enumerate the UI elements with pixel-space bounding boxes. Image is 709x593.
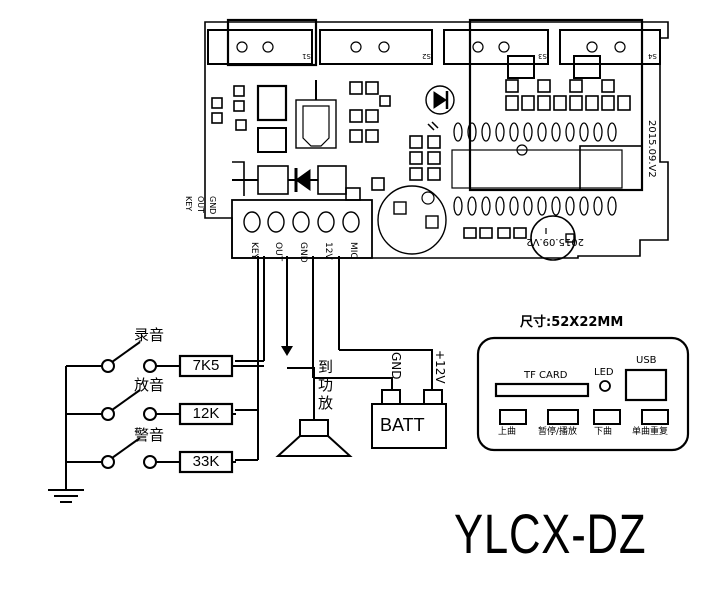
module-button-play-pause: 暂停/播放 (538, 427, 578, 437)
led-diode (425, 85, 455, 131)
module-button-repeat: 单曲重复 (632, 427, 669, 437)
module-button-next: 下曲 (594, 427, 613, 437)
connector-pin-key: KEY (249, 242, 259, 260)
pcb-left-pin-key: KEY (184, 196, 193, 212)
battery-gnd-label: GND (389, 352, 403, 380)
pcb-left-pin-out: OUT (196, 196, 205, 214)
pcb-switch-label-s3: S3 (538, 52, 547, 60)
slide-switches (207, 29, 661, 79)
module-usb-label: USB (636, 355, 657, 366)
output-arrow-icon (281, 346, 293, 356)
resistor-33k: 33K (192, 453, 220, 470)
switch-label-alarm: 警音 (134, 426, 165, 444)
module-button-prev: 上曲 (498, 427, 517, 437)
module-led-label: LED (594, 367, 614, 378)
pcb-left-pin-gnd: GND (208, 196, 217, 215)
diode (232, 161, 347, 196)
battery-icon (371, 389, 447, 449)
module-tf-card-label: TF CARD (524, 370, 568, 381)
speaker-label-2: 功 (318, 376, 334, 394)
connector-pin-mic: MIC (348, 242, 358, 259)
switch-label-record: 录音 (134, 326, 165, 344)
battery-label: BATT (380, 415, 425, 435)
connector-pin-12v: 12V (323, 242, 333, 260)
pcb-date-marking: 2015.09.V2 (646, 120, 657, 178)
switch-label-play: 放音 (134, 376, 165, 394)
pcb-switch-label-s4: S4 (648, 52, 657, 60)
pcb-switch-label-s1: S1 (302, 52, 311, 60)
speaker-icon (275, 419, 353, 457)
speaker-label-3: 放 (318, 394, 334, 412)
pcb-switch-label-s2: S2 (422, 52, 431, 60)
switch-network (65, 341, 264, 480)
module-panel (476, 336, 690, 452)
speaker-label-1: 到 (318, 358, 334, 376)
connector-pin-out: OUT (273, 242, 283, 262)
connector-pin-gnd: GND (298, 242, 308, 263)
battery-plus-label: +12V (433, 350, 447, 384)
ground-icon (48, 480, 84, 503)
model-number: YLCX-DZ (454, 502, 647, 565)
resistor-7k5: 7K5 (192, 357, 220, 374)
module-size-title: 尺寸:52X22MM (520, 315, 624, 330)
pcb-board (204, 18, 669, 261)
resistor-12k: 12K (192, 405, 220, 422)
pcb-connector (231, 199, 373, 259)
pcb-date-marking-mirror: 2015.09.V2 (526, 236, 584, 247)
wires (235, 256, 433, 461)
